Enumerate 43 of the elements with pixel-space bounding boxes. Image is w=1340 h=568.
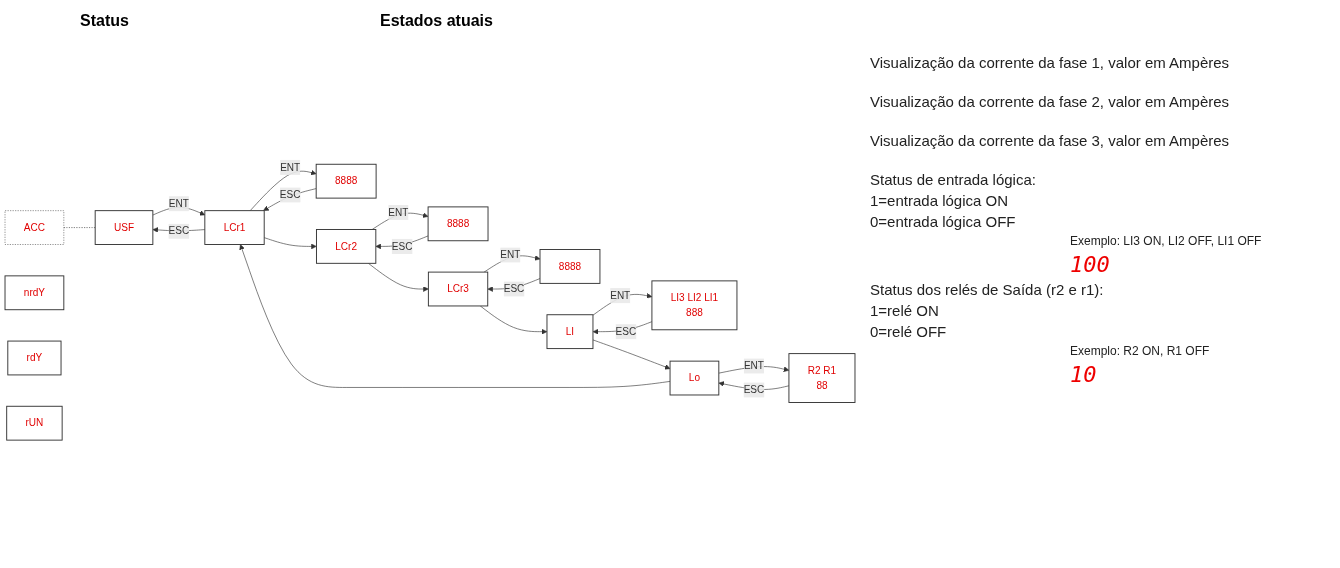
edge-label: ESC xyxy=(279,189,301,200)
edge-label: ENT xyxy=(280,161,301,173)
edge-label: ENT xyxy=(610,289,631,301)
edge-label: ENT xyxy=(168,198,189,209)
description-text: 0=entrada lógica OFF xyxy=(870,213,1017,230)
edge-label: ESC xyxy=(168,225,190,237)
connector xyxy=(63,227,96,228)
description-text: Visualização da corrente da fase 2, valor em Ampères xyxy=(870,93,1231,110)
node-box: nrdY xyxy=(4,275,65,311)
edge-label: ESC xyxy=(743,384,765,396)
node-box: Lo xyxy=(669,360,720,396)
node-box: LCr1 xyxy=(204,210,265,245)
node-box: LCr3 xyxy=(427,271,489,307)
description-text: 1=entrada lógica ON xyxy=(870,192,1009,209)
edge-label: ENT xyxy=(388,206,409,218)
edge-label: ESC xyxy=(615,326,637,337)
node-box: rUN xyxy=(6,405,63,441)
edge-label: ENT xyxy=(743,360,764,372)
edge-label: ESC xyxy=(503,283,525,295)
description-text: Visualização da corrente da fase 3, valor em Ampères xyxy=(870,132,1231,149)
example-note: Exemplo: R2 ON, R1 OFF xyxy=(1070,344,1211,358)
node-box: rdY xyxy=(7,340,62,376)
node-box: R2 R1 88 xyxy=(788,353,856,403)
node-box: 8888 xyxy=(427,206,489,242)
edge-label: ENT xyxy=(500,249,521,261)
node-box: LI3 LI2 LI1 888 xyxy=(651,280,738,331)
node-box: 8888 xyxy=(539,249,601,284)
section-heading: Estados atuais xyxy=(380,12,493,30)
example-display: 10 xyxy=(1070,362,1098,387)
description-text: Visualização da corrente da fase 1, valor em Ampères xyxy=(870,54,1231,71)
node-box: ACC xyxy=(4,210,65,245)
node-box: LCr2 xyxy=(316,229,377,264)
description-text: 0=relé OFF xyxy=(870,323,948,340)
description-text: Status de entrada lógica: xyxy=(870,171,1037,188)
node-box: USF xyxy=(94,210,154,245)
edge-label: ESC xyxy=(391,240,413,252)
description-text: 1=relé ON xyxy=(870,302,940,319)
section-heading: Status xyxy=(80,12,129,30)
node-box: 8888 xyxy=(315,163,377,199)
node-box: LI xyxy=(546,314,594,350)
description-text: Status dos relés de Saída (r2 e r1): xyxy=(870,281,1105,298)
example-note: Exemplo: LI3 ON, LI2 OFF, LI1 OFF xyxy=(1070,234,1263,248)
example-display: 100 xyxy=(1070,252,1111,277)
